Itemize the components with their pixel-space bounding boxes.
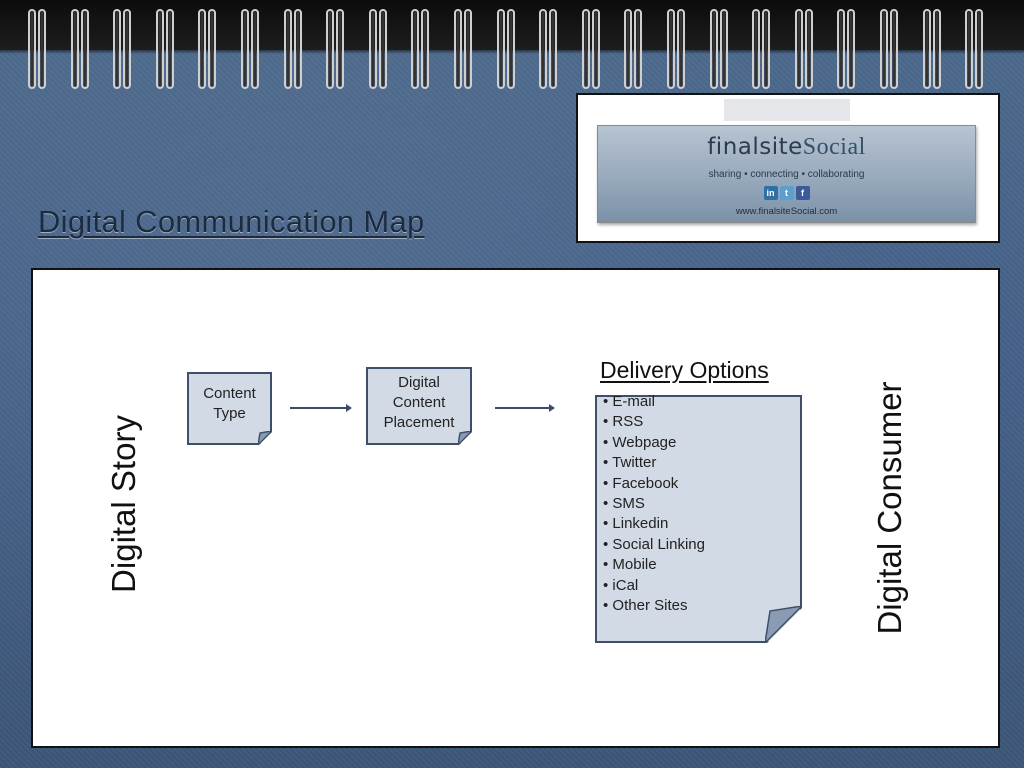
spiral-ring-icon (709, 9, 728, 89)
communication-map-panel (31, 268, 1000, 748)
node-line: Digital (398, 374, 440, 391)
linkedin-icon: in (763, 186, 778, 200)
spiral-ring-icon (368, 9, 387, 89)
logo-url: www.finalsiteSocial.com (735, 206, 838, 217)
delivery-option-item: • Mobile (603, 556, 657, 574)
slide-title: Digital Communication Map (38, 204, 425, 239)
delivery-option-item: • Webpage (603, 433, 677, 451)
spiral-ring-icon (241, 9, 259, 89)
spiral-ring-icon (837, 9, 856, 89)
delivery-option-item: • E-mail (603, 393, 655, 410)
delivery-option-item: • RSS (603, 413, 644, 431)
logo-brand-part2: Social (802, 134, 866, 160)
logo-frame-tab (724, 99, 850, 121)
delivery-options-title: Delivery Options (600, 357, 769, 383)
spiral-ring-icon (28, 9, 46, 89)
spiral-ring-icon (198, 9, 217, 89)
delivery-option-item: • Twitter (603, 454, 657, 472)
spiral-ring-icon (794, 9, 813, 89)
logo-brand-part1: finalsite (707, 134, 803, 160)
content-type-node: Content Type (187, 372, 272, 445)
spiral-ring-icon (965, 9, 984, 89)
logo-brand: finalsiteSocial (598, 134, 975, 161)
delivery-option-item: • iCal (603, 576, 639, 594)
spiral-ring-icon (283, 9, 302, 89)
delivery-option-item: • SMS (603, 495, 645, 513)
digital-content-placement-node: Digital Content Placement (366, 367, 472, 445)
flow-arrow (495, 404, 555, 412)
page-curl-icon (458, 431, 472, 445)
delivery-option-item: • Facebook (603, 474, 679, 492)
spiral-ring-icon (581, 9, 600, 89)
spiral-ring-icon (667, 9, 685, 89)
spiral-ring-icon (880, 9, 898, 89)
spiral-ring-icon (752, 9, 771, 89)
node-line: Type (213, 405, 246, 422)
twitter-icon: t (779, 186, 794, 200)
page-curl-icon (765, 606, 802, 643)
logo-tagline: sharing • connecting • collaborating (708, 169, 865, 180)
delivery-option-item: • Other Sites (603, 597, 688, 615)
logo-frame: finalsiteSocial sharing • connecting • c… (576, 93, 1000, 243)
facebook-icon: f (795, 186, 810, 200)
spiral-ring-icon (70, 9, 89, 89)
finalsite-social-logo: finalsiteSocial sharing • connecting • c… (597, 125, 976, 223)
delivery-option-item: • Social Linking (603, 535, 705, 553)
spiral-ring-icon (155, 9, 174, 89)
node-line: Placement (383, 414, 455, 431)
delivery-option-item: • Linkedin (603, 515, 669, 533)
spiral-ring-icon (411, 9, 430, 89)
node-line: Content (203, 385, 256, 402)
spiral-ring-icon (454, 9, 472, 89)
node-line: Content (392, 394, 446, 411)
spiral-ring-icon (496, 9, 515, 89)
digital-story-label: Digital Story (105, 415, 142, 593)
spiral-ring-icon (539, 9, 558, 89)
delivery-options-list: • E-mail • RSS • Webpage • Twitter • Faceboo… (603, 392, 800, 616)
spiral-ring-icon (113, 9, 132, 89)
spiral-ring-icon (326, 9, 345, 89)
flow-arrow (290, 404, 352, 412)
spiral-ring-icon (922, 9, 941, 89)
page-curl-icon (258, 431, 272, 445)
delivery-options-node: • E-mail • RSS • Webpage • Twitter • Faceboo… (595, 395, 802, 643)
digital-consumer-label: Digital Consumer (871, 381, 908, 635)
spiral-ring-icon (624, 9, 643, 89)
